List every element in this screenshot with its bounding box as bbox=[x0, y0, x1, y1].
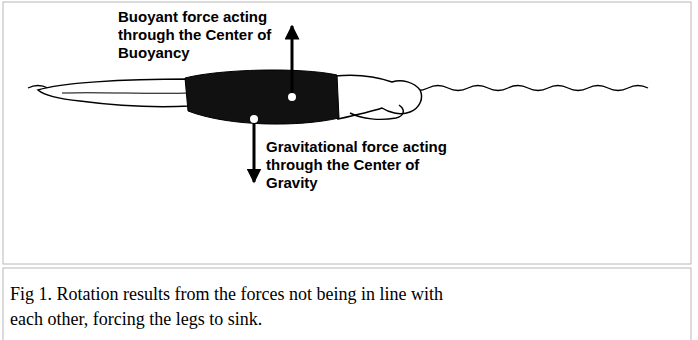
caption-frame bbox=[3, 268, 691, 340]
gravity-center-dot bbox=[250, 115, 258, 123]
swimmer-legs bbox=[38, 79, 190, 107]
figure-frame bbox=[3, 2, 691, 264]
swimmer-head bbox=[335, 75, 422, 119]
swimmer-arm bbox=[350, 105, 403, 119]
force-label: Buoyant force acting through the Center … bbox=[118, 8, 283, 62]
buoyancy-center-dot bbox=[288, 93, 296, 101]
gravity-arrow bbox=[253, 123, 256, 182]
figure-caption: Fig 1. Rotation results from the forces … bbox=[10, 282, 480, 332]
buoyant-arrow bbox=[291, 26, 294, 93]
force-label: Gravitational force acting through the C… bbox=[266, 138, 461, 192]
leg-line bbox=[62, 92, 190, 94]
swimmer-torso bbox=[185, 70, 339, 124]
